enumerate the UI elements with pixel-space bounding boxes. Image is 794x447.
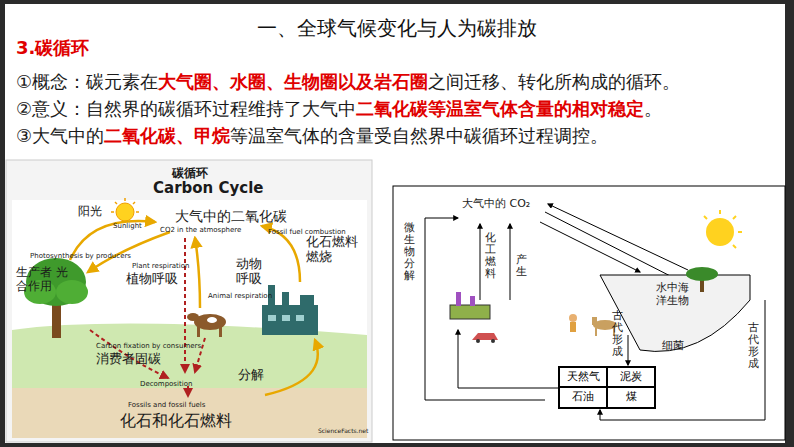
diagram-label: 分解 bbox=[238, 368, 264, 383]
text-run: 等温室气体的含量受自然界中碳循环过程调控。 bbox=[230, 125, 608, 146]
diagram-label: Sunlight bbox=[113, 222, 142, 230]
diagram-label: 阳光 bbox=[78, 205, 102, 219]
diagram-label: 碳循环 bbox=[172, 167, 208, 181]
text-run: 。 bbox=[644, 98, 662, 119]
text-run: ③大气中的 bbox=[16, 125, 104, 146]
diagram-label: Decomposition bbox=[140, 380, 192, 388]
diagram-label: 化石燃料 燃烧 bbox=[306, 235, 362, 265]
table-cell: 煤 bbox=[607, 387, 655, 407]
text-line: ①概念：碳元素在大气圈、水圈、生物圈以及岩石圈之间迁移、转化所构成的循环。 bbox=[16, 70, 680, 94]
diagram-label: 大气中的二氧化碳 bbox=[175, 208, 287, 224]
text-run: 二氧化碳、甲烷 bbox=[104, 125, 230, 146]
vertical-label: 古代形成 bbox=[748, 322, 759, 370]
fossil-table-box: 天然气泥炭石油煤 bbox=[558, 366, 656, 409]
diagram-label: Plant respiration bbox=[132, 262, 190, 270]
vertical-label: 微生物分解 bbox=[404, 222, 415, 282]
vertical-label: 古代形成 bbox=[612, 310, 623, 358]
diagram-label: CO2 in the atmosphere bbox=[160, 226, 241, 234]
text-run: ②意义：自然界的碳循环过程维持了大气中 bbox=[16, 98, 356, 119]
diagram-label: Fossils and fossil fuels bbox=[128, 401, 205, 409]
diagram-label: ScienceFacts.net bbox=[318, 428, 368, 435]
text-line: ③大气中的二氧化碳、甲烷等温室气体的含量受自然界中碳循环过程调控。 bbox=[16, 124, 608, 148]
diagram-label: Carbon fixation by consumers bbox=[96, 342, 201, 350]
diagram-label: 植物呼吸 bbox=[126, 272, 178, 287]
diagram-label: Carbon Cycle bbox=[153, 180, 263, 197]
text-run: ①概念：碳元素在 bbox=[16, 71, 158, 92]
diagram-label: 大气中的 CO₂ bbox=[462, 198, 530, 211]
diagram-label: 3.碳循环 bbox=[16, 38, 89, 59]
diagram-label: Animal respiration bbox=[208, 292, 272, 300]
diagram-label: 水中海洋生物 bbox=[656, 282, 696, 307]
slide-title: 一、全球气候变化与人为碳排放 bbox=[0, 17, 794, 40]
text-run: 大气圈、水圈、生物圈以及岩石圈 bbox=[158, 71, 428, 92]
vertical-label: 化工燃料 bbox=[485, 232, 496, 280]
diagram-label: 细菌 bbox=[662, 340, 684, 353]
diagram-label: 化石和化石燃料 bbox=[120, 412, 232, 430]
vertical-label: 产生 bbox=[516, 254, 527, 278]
diagram-label: Photosynthesis by producers bbox=[30, 252, 131, 260]
text-run: 之间迁移、转化所构成的循环。 bbox=[428, 71, 680, 92]
table-cell: 天然气 bbox=[559, 367, 607, 387]
table-cell: 泥炭 bbox=[607, 367, 655, 387]
text-run: 二氧化碳等温室气体含量的相对稳定 bbox=[356, 98, 644, 119]
text-line: ②意义：自然界的碳循环过程维持了大气中二氧化碳等温室气体含量的相对稳定。 bbox=[16, 97, 662, 121]
diagram-label: 消费者固碳 bbox=[96, 352, 161, 367]
diagram-label: 生产者 光合作用 bbox=[16, 266, 76, 294]
table-cell: 石油 bbox=[559, 387, 607, 407]
diagram-label: 动物 呼吸 bbox=[236, 257, 266, 287]
